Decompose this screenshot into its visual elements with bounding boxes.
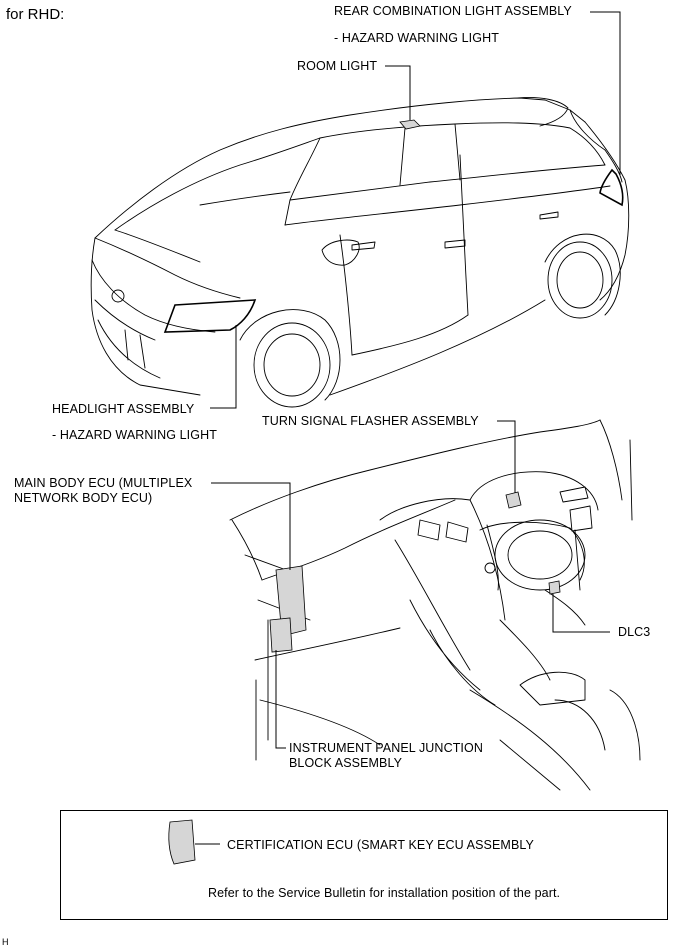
label-rear-combination-light: REAR COMBINATION LIGHT ASSEMBLY: [334, 4, 572, 18]
diagram-title: for RHD:: [6, 6, 65, 23]
legend-note: Refer to the Service Bulletin for instal…: [208, 886, 561, 900]
legend-box: CERTIFICATION ECU (SMART KEY ECU ASSEMBL…: [60, 810, 668, 920]
leader-lines: [195, 11, 621, 845]
label-ip-junction-line2: BLOCK ASSEMBLY: [289, 756, 403, 770]
interior-drawing: [229, 419, 641, 791]
legend-certification-ecu: CERTIFICATION ECU (SMART KEY ECU ASSEMBL…: [227, 838, 534, 852]
label-main-body-ecu-line1: MAIN BODY ECU (MULTIPLEX: [14, 476, 193, 490]
label-main-body-ecu: MAIN BODY ECU (MULTIPLEX NETWORK BODY EC…: [14, 476, 192, 506]
label-ip-junction-line1: INSTRUMENT PANEL JUNCTION: [289, 741, 483, 755]
label-turn-signal-flasher: TURN SIGNAL FLASHER ASSEMBLY: [262, 414, 479, 428]
label-headlight-assembly: HEADLIGHT ASSEMBLY: [52, 402, 195, 416]
certification-ecu-icon: [168, 819, 196, 865]
label-room-light: ROOM LIGHT: [297, 59, 378, 73]
corner-mark: H: [2, 937, 9, 947]
car-drawing: [90, 97, 630, 408]
label-rear-hazard-warning-light: - HAZARD WARNING LIGHT: [334, 31, 499, 45]
label-instrument-panel-junction-block: INSTRUMENT PANEL JUNCTION BLOCK ASSEMBLY: [289, 741, 483, 771]
label-dlc3: DLC3: [618, 625, 651, 639]
label-headlight-hazard-warning-light: - HAZARD WARNING LIGHT: [52, 428, 217, 442]
label-main-body-ecu-line2: NETWORK BODY ECU): [14, 491, 153, 505]
